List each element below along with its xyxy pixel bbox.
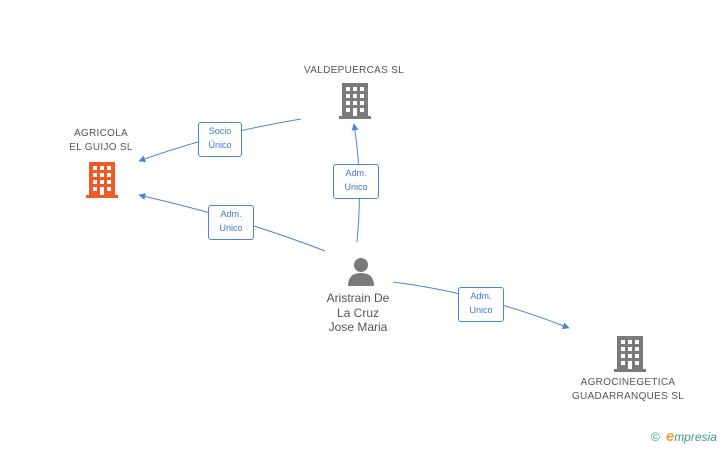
person-label[interactable]: Aristrain De La Cruz Jose Maria [327,291,390,335]
edge-label-line-1: Socio [208,126,232,136]
brand-rest: mpresia [674,430,717,444]
edge-label-line-2: Único [208,140,232,150]
edge-label-adm-unico-agricola[interactable]: Adm. Unico [208,205,254,240]
valdepuercas-label[interactable]: VALDEPUERCAS SL [304,64,404,78]
agricola-name-line-2: EL GUIJO SL [69,142,133,153]
person-name-line-3: Jose Maria [328,320,388,334]
edge-label-adm-unico-agrocinegetica[interactable]: Adm. Unico [458,287,504,322]
agrocinegetica-label[interactable]: AGROCINEGETICA GUADARRANQUES SL [572,376,684,404]
agrocinegetica-name-line-2: GUADARRANQUES SL [571,391,685,402]
edge-label-adm-unico-valdepuercas[interactable]: Adm. Unico [333,164,379,199]
edge-label-line-1: Adm. [220,209,242,219]
person-name-line-1: Aristrain De [326,291,390,305]
edge-label-line-2: Unico [469,305,493,315]
building-icon[interactable] [339,83,371,119]
edge-label-line-1: Adm. [470,291,492,301]
person-name-line-2: La Cruz [336,305,380,320]
edge-label-line-1: Adm. [345,168,367,178]
building-icon[interactable] [614,336,646,372]
agrocinegetica-name-line-1: AGROCINEGETICA [580,377,676,388]
brand-logo: empresia [666,428,717,445]
agricola-name-line-1: AGRICOLA [73,128,129,139]
footer-brand: © empresia [651,428,717,445]
person-icon[interactable] [346,256,376,286]
brand-first-letter: e [665,428,675,445]
agricola-label[interactable]: AGRICOLA EL GUIJO SL [69,127,133,155]
edge-label-socio-unico[interactable]: Socio Único [198,122,242,157]
valdepuercas-name: VALDEPUERCAS SL [304,65,404,76]
building-icon[interactable] [86,162,118,198]
edge-label-line-2: Unico [344,182,368,192]
copyright-icon: © [651,429,660,444]
edge-label-line-2: Unico [219,223,243,233]
